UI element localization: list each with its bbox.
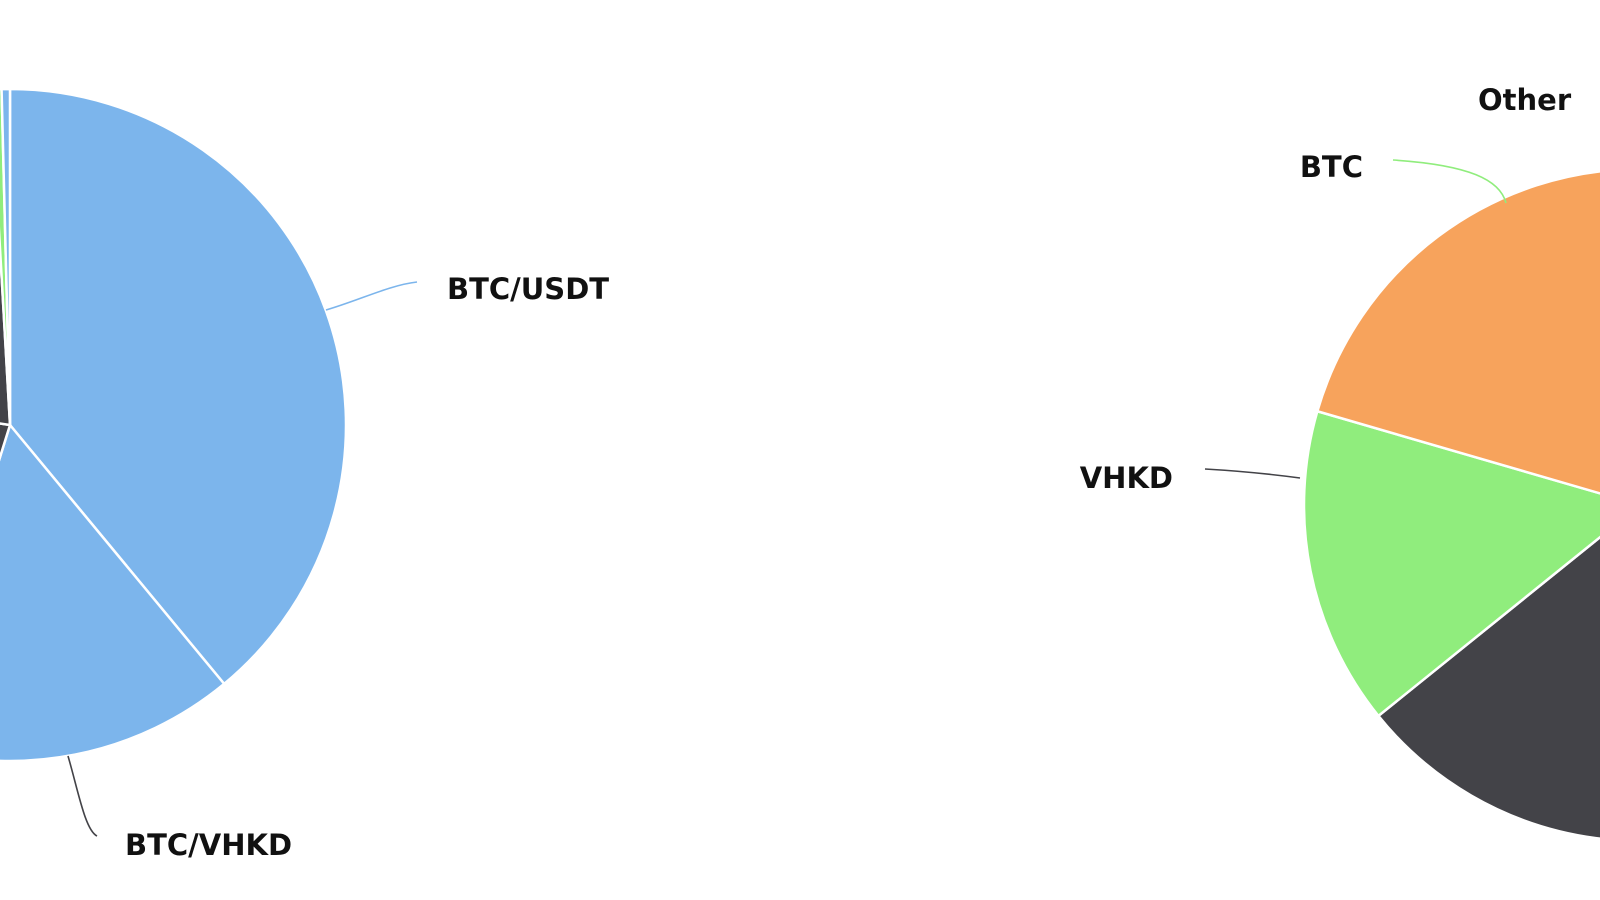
pie-2-leader-vhkd bbox=[1204, 468, 1301, 479]
pie-2-leader-btc bbox=[1392, 159, 1507, 204]
pie-2-slice-3-btc[interactable] bbox=[1302, 409, 1600, 718]
pie-1-slice-3-btc-vhkd[interactable] bbox=[0, 375, 12, 746]
pie-1-label-btc-usdt: BTC/USDT bbox=[447, 272, 609, 306]
right-pie-chart: VHKD BTC Other bbox=[1080, 83, 1600, 841]
pie-2-label-btc: BTC bbox=[1300, 150, 1363, 184]
left-pie-chart: BTC/USDT BTC/VHKD bbox=[0, 87, 609, 862]
pie-2-slice-2-vhkd[interactable] bbox=[1376, 505, 1600, 841]
pie-2-slice-4-other[interactable] bbox=[1315, 169, 1600, 505]
pie-1-slice-1-btc-usdt[interactable] bbox=[8, 87, 348, 686]
pie-1-slice-2[interactable] bbox=[0, 422, 226, 763]
pie-2-label-other: Other bbox=[1478, 83, 1572, 117]
pie-1-leader-btc-usdt bbox=[325, 281, 418, 311]
pie-2-label-vhkd: VHKD bbox=[1080, 461, 1173, 495]
pie-1-label-btc-vhkd: BTC/VHKD bbox=[125, 828, 292, 862]
pie-1-slice-6[interactable] bbox=[0, 87, 12, 426]
pie-1-leader-btc-vhkd bbox=[67, 755, 98, 837]
